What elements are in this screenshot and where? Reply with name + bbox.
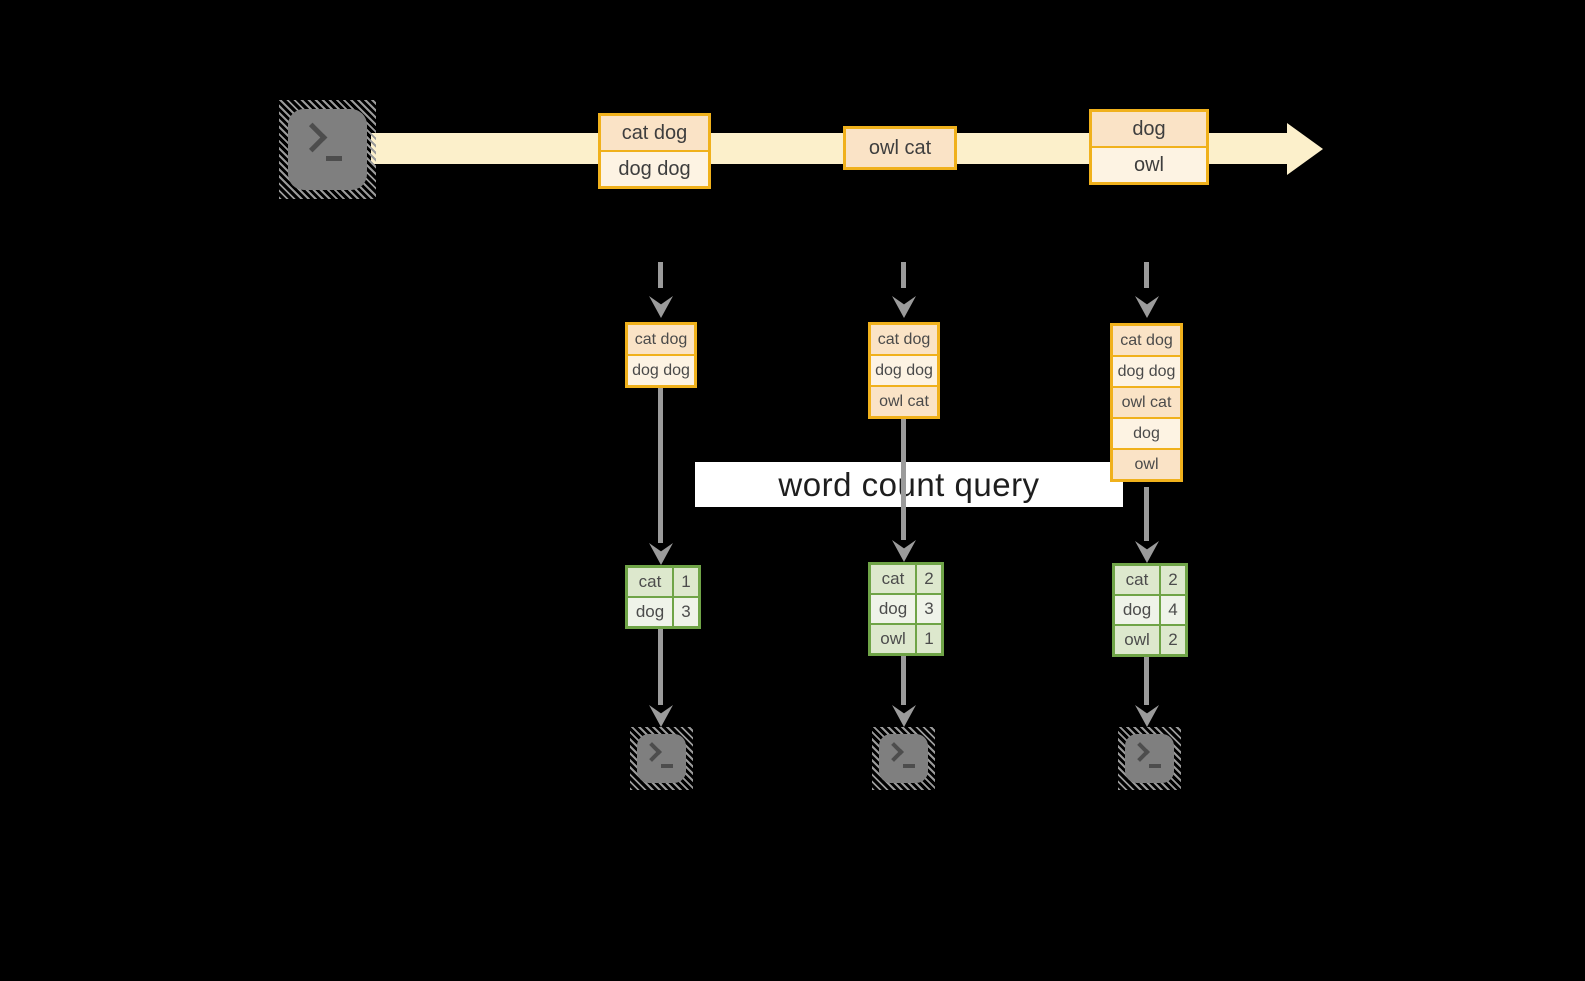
word-cell: cat <box>871 565 917 593</box>
table-row: cat 2 <box>871 565 941 593</box>
stream-record-box: dog owl <box>1089 109 1209 185</box>
table-row: owl 1 <box>871 623 941 653</box>
sink-terminal-icon <box>1118 727 1181 790</box>
stream-record-cell: owl <box>1092 146 1206 182</box>
terminal-screen <box>288 109 367 190</box>
buffer-to-counts-arrow-head <box>1135 541 1159 563</box>
buffer-cell: owl cat <box>1113 386 1180 417</box>
stream-record-cell: dog dog <box>601 150 708 186</box>
terminal-prompt-cursor-icon <box>903 764 915 768</box>
buffer-to-counts-arrow-head <box>649 543 673 565</box>
counts-to-sink-arrow <box>1144 657 1149 705</box>
stream-record-box: cat dog dog dog <box>598 113 711 189</box>
terminal-screen <box>879 734 928 783</box>
buffer-cell: owl cat <box>871 385 937 416</box>
stream-record-cell: dog <box>1092 112 1206 146</box>
terminal-prompt-chevron-icon <box>642 742 662 762</box>
word-cell: owl <box>871 625 917 653</box>
table-row: dog 3 <box>628 596 698 626</box>
buffer-cell: dog dog <box>628 354 694 385</box>
terminal-prompt-cursor-icon <box>1149 764 1161 768</box>
buffer-to-counts-arrow <box>1144 487 1149 541</box>
terminal-prompt-chevron-icon <box>1130 742 1150 762</box>
terminal-prompt-chevron-icon <box>297 122 328 153</box>
buffer-stack: cat dog dog dog owl cat dog owl <box>1110 323 1183 482</box>
terminal-prompt-cursor-icon <box>326 156 342 161</box>
table-row: dog 3 <box>871 593 941 623</box>
count-cell: 2 <box>1161 566 1185 594</box>
counts-to-sink-arrow-head <box>892 705 916 727</box>
buffer-to-counts-arrow-head <box>892 540 916 562</box>
count-cell: 1 <box>917 625 941 653</box>
word-count-query-label: word count query <box>778 465 1040 503</box>
buffer-cell: cat dog <box>871 325 937 354</box>
word-cell: cat <box>628 568 674 596</box>
counts-to-sink-arrow-head <box>649 705 673 727</box>
stream-record-cell: cat dog <box>601 116 708 150</box>
counts-to-sink-arrow-head <box>1135 705 1159 727</box>
sink-terminal-icon <box>630 727 693 790</box>
word-count-table: cat 2 dog 3 owl 1 <box>868 562 944 656</box>
stream-to-buffer-arrow <box>1144 262 1149 288</box>
stream-record-cell: owl cat <box>846 129 954 167</box>
table-row: cat 1 <box>628 568 698 596</box>
terminal-screen <box>1125 734 1174 783</box>
count-cell: 3 <box>674 598 698 626</box>
counts-to-sink-arrow <box>901 656 906 705</box>
word-count-table: cat 2 dog 4 owl 2 <box>1112 563 1188 657</box>
table-row: cat 2 <box>1115 566 1185 594</box>
terminal-prompt-cursor-icon <box>661 764 673 768</box>
word-count-query-banner: word count query <box>695 462 1123 507</box>
buffer-cell: dog dog <box>1113 355 1180 386</box>
word-cell: cat <box>1115 566 1161 594</box>
word-cell: dog <box>628 598 674 626</box>
buffer-cell: dog dog <box>871 354 937 385</box>
word-cell: owl <box>1115 626 1161 654</box>
stream-arrow-head <box>1287 123 1323 175</box>
count-cell: 4 <box>1161 596 1185 624</box>
buffer-stack: cat dog dog dog owl cat <box>868 322 940 419</box>
stream-to-buffer-arrow-head <box>649 296 673 318</box>
word-cell: dog <box>871 595 917 623</box>
buffer-cell: dog <box>1113 417 1180 448</box>
terminal-prompt-chevron-icon <box>884 742 904 762</box>
terminal-screen <box>637 734 686 783</box>
buffer-stack: cat dog dog dog <box>625 322 697 388</box>
count-cell: 3 <box>917 595 941 623</box>
stream-to-buffer-arrow-head <box>892 296 916 318</box>
word-cell: dog <box>1115 596 1161 624</box>
table-row: dog 4 <box>1115 594 1185 624</box>
source-terminal-icon <box>279 100 376 199</box>
count-cell: 2 <box>1161 626 1185 654</box>
sink-terminal-icon <box>872 727 935 790</box>
buffer-to-counts-arrow <box>658 386 663 543</box>
stream-to-buffer-arrow <box>658 262 663 288</box>
word-count-table: cat 1 dog 3 <box>625 565 701 629</box>
stream-record-box: owl cat <box>843 126 957 170</box>
count-cell: 1 <box>674 568 698 596</box>
table-row: owl 2 <box>1115 624 1185 654</box>
counts-to-sink-arrow <box>658 629 663 705</box>
buffer-to-counts-arrow <box>901 419 906 540</box>
buffer-cell: owl <box>1113 448 1180 479</box>
stream-to-buffer-arrow-head <box>1135 296 1159 318</box>
buffer-cell: cat dog <box>1113 326 1180 355</box>
buffer-cell: cat dog <box>628 325 694 354</box>
stream-to-buffer-arrow <box>901 262 906 288</box>
count-cell: 2 <box>917 565 941 593</box>
